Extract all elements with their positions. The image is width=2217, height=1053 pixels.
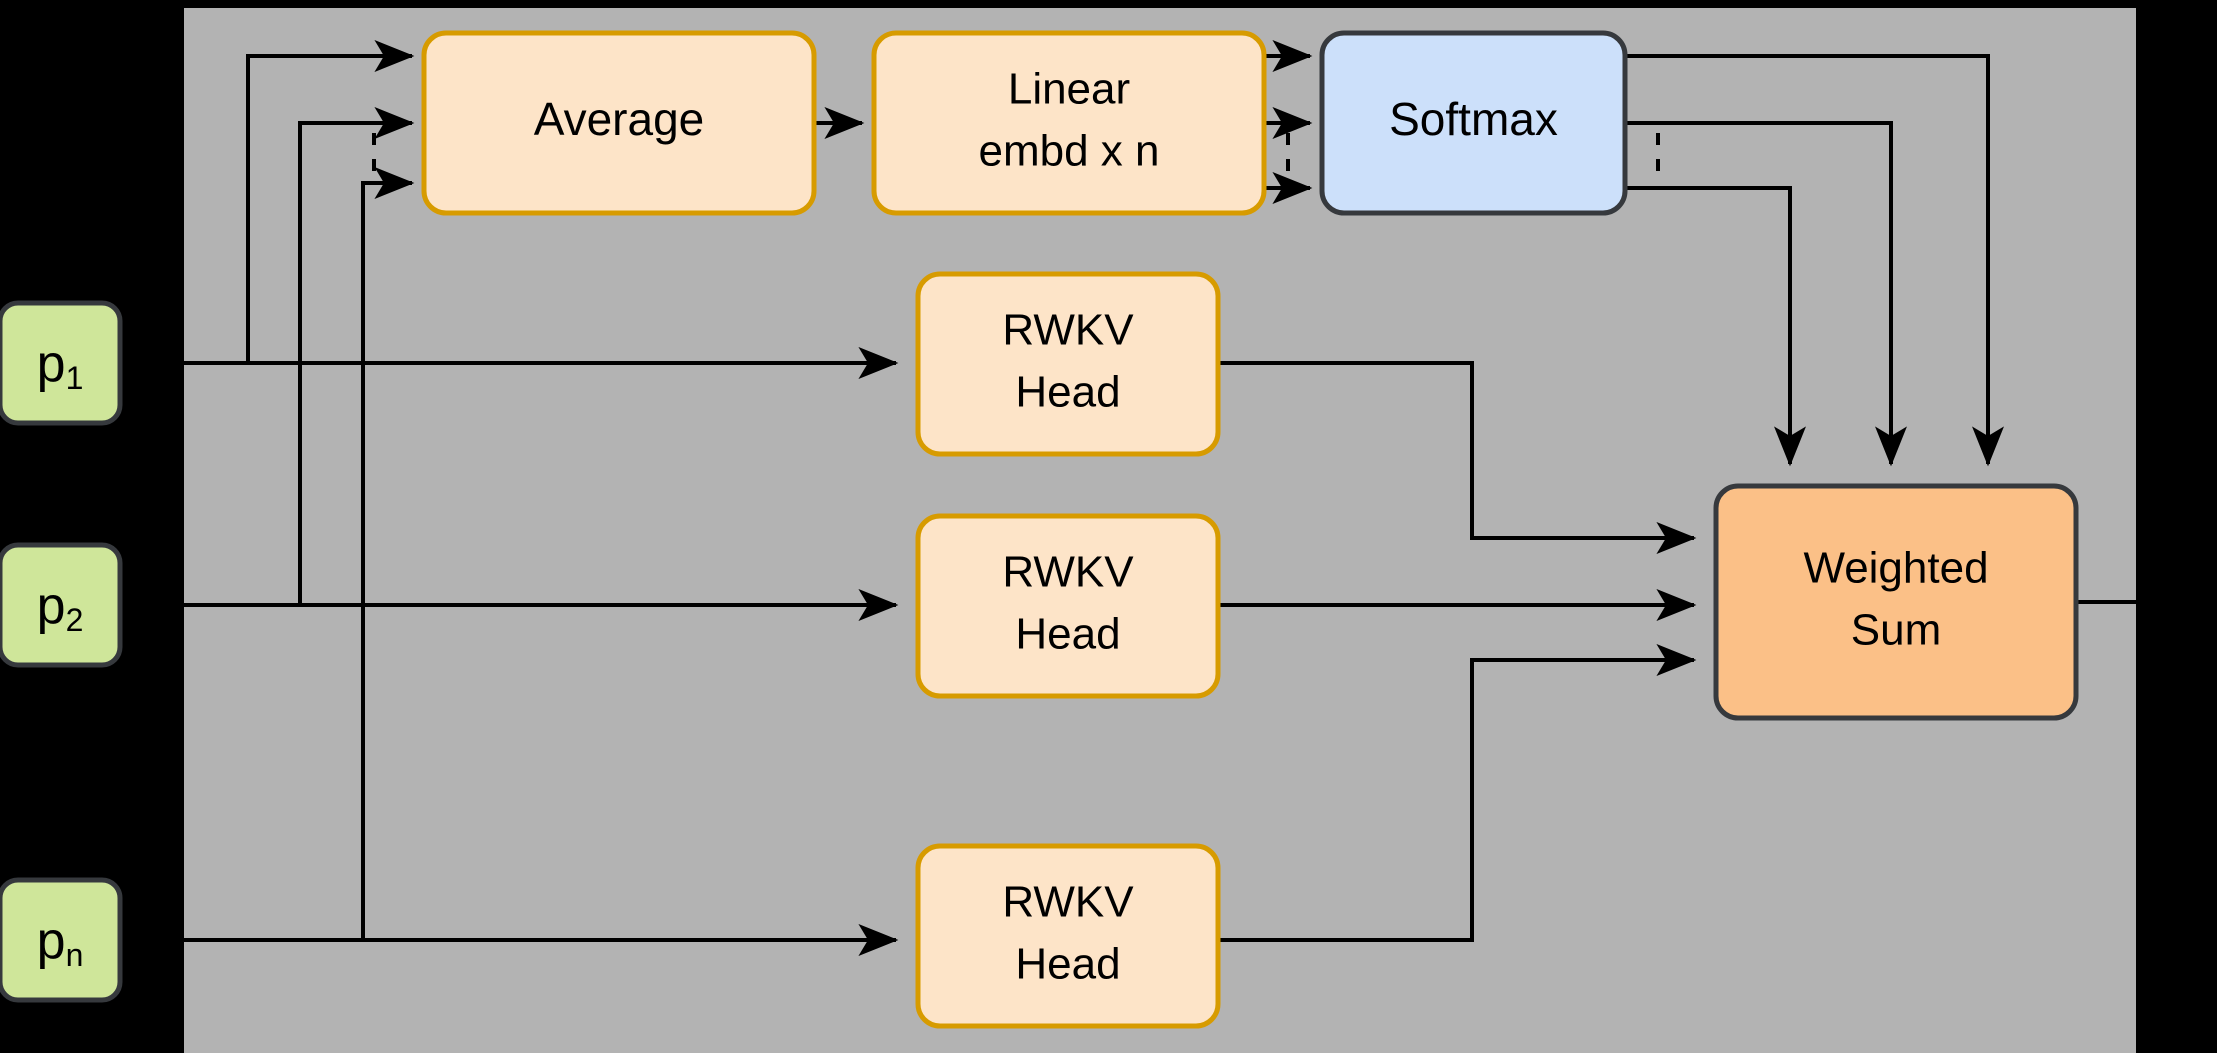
node-label-rwkv_head_1-line-1: Head bbox=[1015, 368, 1120, 417]
node-linear[interactable]: Linear embd x n bbox=[871, 30, 1267, 216]
edge-softmax-out-1 bbox=[1625, 54, 2004, 467]
node-label-softmax-line-0: Softmax bbox=[1389, 93, 1558, 145]
input-box-p1 bbox=[0, 300, 123, 426]
node-box-weighted_sum bbox=[1713, 483, 2079, 721]
node-box-softmax bbox=[1319, 30, 1628, 216]
node-box-rwkv_head_n bbox=[915, 843, 1221, 1029]
node-label-average-line-0: Average bbox=[534, 93, 705, 145]
input-p2[interactable]: p2 bbox=[0, 542, 123, 668]
input-label-pn: pn bbox=[37, 912, 84, 974]
node-rwkv_head_2[interactable]: RWKV Head bbox=[915, 513, 1221, 699]
node-label-linear-line-1: embd x n bbox=[979, 127, 1160, 176]
input-box-p2 bbox=[0, 542, 123, 668]
input-label-p2: p2 bbox=[37, 577, 84, 639]
node-label-rwkv_head_n-line-1: Head bbox=[1015, 940, 1120, 989]
node-box-average bbox=[421, 30, 817, 216]
node-label-rwkv_head_2-line-0: RWKV bbox=[1002, 548, 1134, 597]
node-average[interactable]: Average bbox=[421, 30, 817, 216]
node-label-weighted_sum-line-0: Weighted bbox=[1803, 544, 1988, 593]
node-rwkv_head_n[interactable]: RWKV Head bbox=[915, 843, 1221, 1029]
node-box-linear bbox=[871, 30, 1267, 216]
edges-layer bbox=[184, 40, 2217, 956]
node-label-weighted_sum-line-1: Sum bbox=[1851, 606, 1941, 655]
input-pn[interactable]: pn bbox=[0, 877, 123, 1003]
edge-head1-to-sum bbox=[1218, 361, 1697, 554]
node-label-rwkv_head_1-line-0: RWKV bbox=[1002, 306, 1134, 355]
edge-headn-to-sum bbox=[1218, 644, 1697, 942]
node-softmax[interactable]: Softmax bbox=[1319, 30, 1628, 216]
node-rwkv_head_1[interactable]: RWKV Head bbox=[915, 271, 1221, 457]
inputs-layer: p1 p2 pn bbox=[0, 300, 123, 1003]
node-label-rwkv_head_n-line-0: RWKV bbox=[1002, 878, 1134, 927]
input-label-p1: p1 bbox=[37, 335, 84, 397]
node-box-rwkv_head_2 bbox=[915, 513, 1221, 699]
edge-softmax-out-3 bbox=[1625, 186, 1806, 467]
node-box-rwkv_head_1 bbox=[915, 271, 1221, 457]
node-label-linear-line-0: Linear bbox=[1008, 65, 1130, 114]
node-label-rwkv_head_2-line-1: Head bbox=[1015, 610, 1120, 659]
input-box-pn bbox=[0, 877, 123, 1003]
input-p1[interactable]: p1 bbox=[0, 300, 123, 426]
edge-softmax-out-2 bbox=[1625, 121, 1907, 467]
